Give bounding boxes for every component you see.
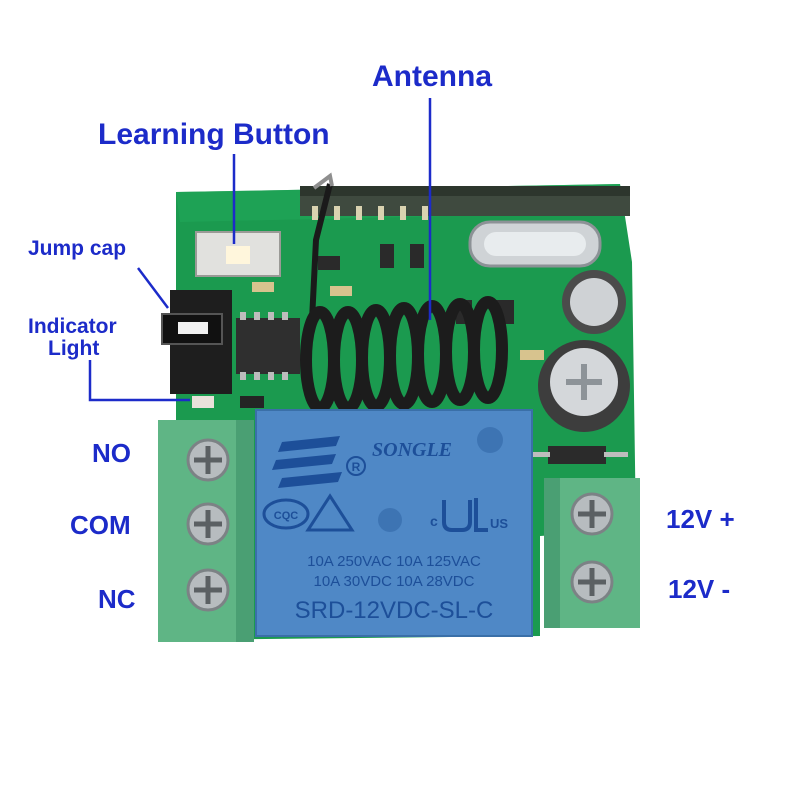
indicator-led [192,396,214,408]
terminal-screws-right [570,492,614,604]
relay-rating-2: 10A 30VDC 10A 28VDC [314,573,475,590]
learning-button-cap [226,246,250,264]
crystal-inner [484,232,586,256]
relay-reg: R [352,460,361,474]
relay-model: SRD-12VDC-SL-C [295,597,494,624]
terminal-block-left-edge [236,420,254,642]
relay-dot-top [477,427,503,453]
indicator-led-resistor [240,396,264,408]
songle-logo-icon [272,436,342,488]
no-label: NO [92,438,131,468]
jump-cap-callout-line [137,267,169,309]
ic-pins [240,312,288,380]
indicator-callout-line [88,360,190,402]
relay-rating-1: 10A 250VAC 10A 125VAC [307,553,481,570]
triangle-mark-icon [305,493,355,532]
capacitor-top-face [570,278,618,326]
ul-logo-icon [442,498,488,532]
relay-brand: SONGLE [372,439,452,461]
relay-cert-cqc: CQC [274,510,299,522]
diode [548,446,606,464]
learning-button-label: Learning Button [98,118,330,151]
12v-plus-label: 12V + [666,504,735,534]
terminal-block-right-edge [544,478,560,628]
antenna-label: Antenna [372,60,492,93]
nc-label: NC [98,584,136,614]
terminal-screws-left [186,438,230,612]
antenna-wire [309,183,333,321]
relay-dot-mid [378,508,402,532]
capacitor-vent [566,364,602,400]
indicator-label: Indicator [28,315,117,338]
rf-module-pins [312,206,428,220]
jump-cap-slot [178,322,208,334]
relay-cert-c: c [430,513,438,529]
antenna-coil [300,296,508,414]
12v-minus-label: 12V - [668,574,731,604]
com-label: COM [70,510,131,540]
relay-cert-us: US [490,516,508,531]
rf-module-top [300,186,630,196]
diode-lead-right [604,452,628,457]
registered-mark-icon [346,456,366,476]
light-label: Light [48,337,100,360]
antenna-tip [312,172,334,190]
cqc-logo-icon [262,498,310,530]
smd-resistors [252,282,544,360]
diode-lead-left [530,452,550,457]
ic-chip [236,318,300,374]
jump-cap-label: Jump cap [28,237,127,260]
